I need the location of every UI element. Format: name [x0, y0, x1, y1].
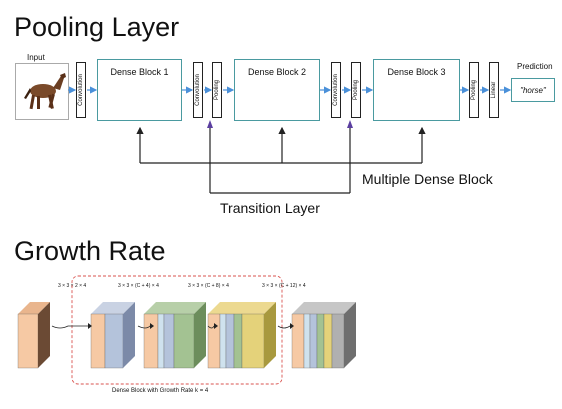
formula-3: 3 × 3 × (C + 8) × 4 — [188, 283, 229, 289]
growth-rate-diagram — [17, 275, 356, 385]
section-title-growth: Growth Rate — [14, 236, 166, 266]
section-title-pooling: Pooling Layer — [14, 12, 180, 42]
stack-4 — [207, 302, 276, 369]
dense-block-1: Dense Block 1 — [97, 59, 182, 121]
conv1-layer: Convolution — [76, 62, 86, 118]
growth-rate-caption: Dense Block with Growth Rate k = 4 — [112, 388, 209, 394]
prediction-label: Prediction — [517, 62, 553, 71]
stack-2 — [90, 302, 135, 369]
dense-block-3: Dense Block 3 — [373, 59, 460, 121]
stack-5 — [291, 302, 356, 369]
formula-4: 3 × 3 × (C + 12) × 4 — [262, 283, 306, 289]
dense-block-2: Dense Block 2 — [234, 59, 320, 121]
stack-3 — [143, 302, 206, 369]
prediction-value: "horse" — [520, 85, 546, 95]
dense-block-dashed-border — [71, 275, 283, 385]
conv3-layer: Convolution — [331, 62, 341, 118]
linear-layer: Linear — [489, 62, 499, 118]
multiple-dense-block-label: Multiple Dense Block — [362, 171, 493, 187]
prediction-box: "horse" — [511, 78, 555, 102]
pool-final-layer: Pooling — [469, 62, 479, 118]
stack-1 — [17, 302, 50, 369]
input-label: Input — [27, 53, 45, 62]
conv2-layer: Convolution — [193, 62, 203, 118]
horse-image — [15, 63, 69, 120]
transition-layer-label: Transition Layer — [220, 200, 320, 216]
pool3-layer: Pooling — [351, 62, 361, 118]
formula-2: 3 × 3 × (C + 4) × 4 — [118, 283, 159, 289]
pool2-layer: Pooling — [212, 62, 222, 118]
